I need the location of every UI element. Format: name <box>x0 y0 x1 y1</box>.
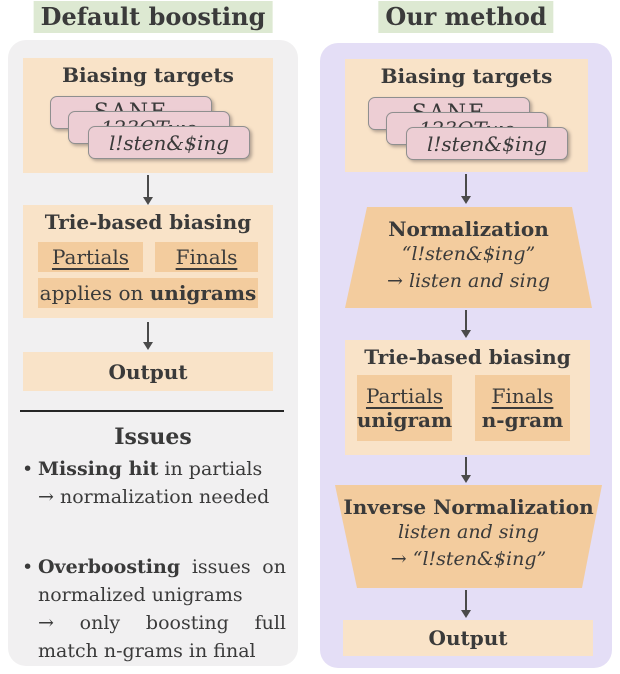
applies-bold: unigrams <box>149 281 257 305</box>
applies-unigrams-box: applies on unigrams <box>38 278 258 308</box>
down-arrow-icon <box>141 175 155 205</box>
issue2-line3: → only boosting full <box>38 612 286 634</box>
issue2-line4: match n-grams in final <box>38 640 256 662</box>
partials-unigram-box: Partials unigram <box>357 375 452 441</box>
bias-card-listen: l!sten&$ing <box>406 127 568 160</box>
normalization-title: Normalization <box>388 217 549 241</box>
trie-biasing-title: Trie-based biasing <box>44 210 252 234</box>
right-column-title: Our method <box>378 1 554 33</box>
bullet-dot-icon: • <box>22 458 34 480</box>
left-column-title: Default boosting <box>33 1 273 33</box>
partials-box: Partials <box>38 242 143 272</box>
down-arrow-icon <box>459 590 473 618</box>
issue2-line2: normalized unigrams <box>38 584 243 606</box>
finals-label: Finals <box>491 384 554 408</box>
trie-biasing-box-right: Trie-based biasing Partials unigram Fina… <box>345 340 590 455</box>
issue-bullet-overboosting: • Overboosting issues on normalized unig… <box>22 553 286 665</box>
issue-bullet-missing-hit: • Missing hit in partials → normalizatio… <box>22 455 286 511</box>
our-method-panel: Biasing targets SANE 123OTwo l!sten&$ing… <box>320 43 612 668</box>
applies-text: applies on <box>39 281 144 305</box>
inverse-normalization-trapezoid: Inverse Normalization listen and sing → … <box>335 485 602 588</box>
trie-biasing-box-left: Trie-based biasing Partials Finals appli… <box>23 205 273 318</box>
trie-biasing-title: Trie-based biasing <box>364 345 571 369</box>
finals-ngram-box: Finals n-gram <box>475 375 570 441</box>
issue2-line1: Overboosting issues on <box>38 556 286 578</box>
partials-sub-label: unigram <box>356 408 453 432</box>
finals-box: Finals <box>155 242 258 272</box>
issues-heading: Issues <box>114 424 192 450</box>
down-arrow-icon <box>459 457 473 483</box>
down-arrow-icon <box>459 174 473 204</box>
down-arrow-icon <box>141 322 155 350</box>
partials-label: Partials <box>365 384 444 408</box>
normalization-example-input: “l!sten&$ing” <box>401 243 536 265</box>
section-divider <box>20 410 284 412</box>
biasing-targets-box-left: Biasing targets SANE 123OTwo l!sten&$ing <box>23 58 273 173</box>
output-box-right: Output <box>343 620 593 656</box>
partials-label: Partials <box>51 245 130 269</box>
biasing-targets-title: Biasing targets <box>62 63 234 87</box>
finals-label: Finals <box>175 245 238 269</box>
issue1-line1: Missing hit in partials <box>38 458 263 480</box>
output-box-left: Output <box>23 352 273 391</box>
default-boosting-panel: Biasing targets SANE 123OTwo l!sten&$ing… <box>8 40 298 666</box>
inverse-example-output: → “l!sten&$ing” <box>390 548 547 570</box>
normalization-example-output: → listen and sing <box>386 270 550 292</box>
finals-sub-label: n-gram <box>481 408 564 432</box>
biasing-targets-title: Biasing targets <box>380 64 553 88</box>
inverse-example-input: listen and sing <box>397 521 540 543</box>
down-arrow-icon <box>459 310 473 338</box>
bullet-dot-icon: • <box>22 556 34 578</box>
inverse-normalization-title: Inverse Normalization <box>343 495 594 519</box>
biasing-targets-box-right: Biasing targets SANE 123OTwo l!sten&$ing <box>345 59 588 172</box>
bias-card-listen: l!sten&$ing <box>88 126 250 159</box>
normalization-trapezoid: Normalization “l!sten&$ing” → listen and… <box>345 207 592 308</box>
issue1-line2: → normalization needed <box>38 486 270 508</box>
